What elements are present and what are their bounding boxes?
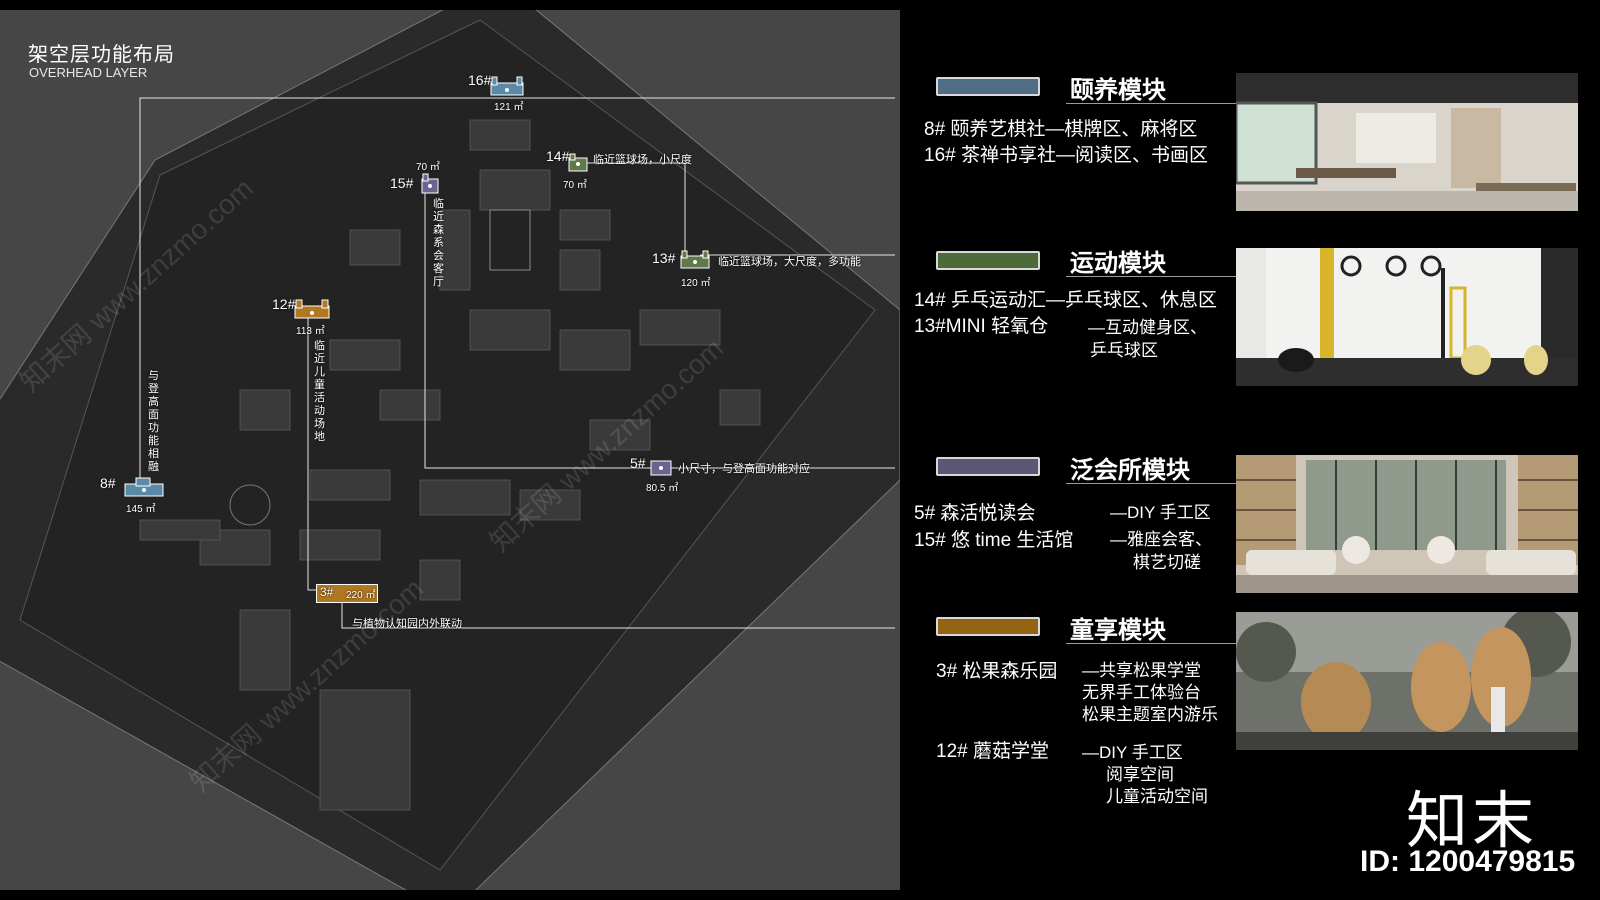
marker-12-area: 113 ㎡	[296, 326, 325, 337]
marker-14-label: 14#	[546, 148, 570, 164]
module-desc-line: 16# 茶禅书享社—阅读区、书画区	[924, 145, 1208, 166]
module-divider	[1066, 483, 1236, 484]
module-color-bar	[936, 77, 1040, 96]
photo-gym	[1236, 248, 1578, 386]
marker-16-area: 121 ㎡	[494, 102, 524, 113]
module-desc-line: 无界手工体验台	[1082, 683, 1201, 702]
module-desc-line: 棋艺切磋	[1133, 553, 1201, 572]
marker-13-area: 120 ㎡	[681, 278, 711, 289]
building-icon[interactable]	[680, 250, 710, 270]
building-icon[interactable]	[567, 153, 589, 173]
resource-id: ID: 1200479815	[1360, 845, 1576, 878]
module-desc-line: 乒乓球区	[1090, 341, 1158, 360]
module-desc-line: —共享松果学堂	[1082, 661, 1201, 680]
module-title-kids: 童享模块	[1070, 615, 1166, 644]
module-desc-line: 14# 乒乓运动汇—乒乓球区、休息区	[914, 290, 1217, 311]
building-icon[interactable]	[490, 75, 524, 97]
marker-3-label: 3#	[320, 585, 334, 599]
module-desc-line: —DIY 手工区	[1082, 743, 1183, 762]
photo-kids-playground	[1236, 612, 1578, 750]
marker-16-label: 16#	[468, 72, 492, 88]
module-divider	[1066, 276, 1236, 277]
module-desc-line: 15# 悠 time 生活馆	[914, 530, 1074, 551]
module-desc-line: 12# 蘑菇学堂	[936, 741, 1049, 762]
module-color-bar	[936, 617, 1040, 636]
module-desc-line: —DIY 手工区	[1110, 503, 1211, 522]
vertical-note-8: 与登高面功能相融	[148, 370, 159, 473]
module-divider	[1066, 103, 1236, 104]
module-desc-line: 8# 颐养艺棋社—棋牌区、麻将区	[924, 119, 1198, 140]
module-color-bar	[936, 457, 1040, 476]
marker-3-area: 220 ㎡	[346, 590, 376, 601]
module-color-bar	[936, 251, 1040, 270]
module-desc-line: —雅座会客、	[1110, 530, 1212, 549]
marker-13-note: 临近篮球场，大尺度，多功能	[718, 256, 861, 268]
marker-8-label: 8#	[100, 475, 116, 491]
module-desc-line: 13#MINI 轻氧仓	[914, 316, 1049, 337]
building-icon[interactable]	[420, 173, 440, 195]
building-icon[interactable]	[650, 457, 672, 477]
marker-14-note: 临近篮球场，小尺度	[593, 154, 692, 166]
building-icon[interactable]	[316, 584, 378, 603]
module-title-club: 泛会所模块	[1070, 455, 1190, 484]
marker-13-label: 13#	[652, 250, 676, 266]
module-desc-line: 5# 森活悦读会	[914, 503, 1036, 524]
marker-15-label: 15#	[390, 175, 414, 191]
brand-logo-text: 知末	[1406, 787, 1539, 856]
photo-club-lounge	[1236, 455, 1578, 593]
building-icon[interactable]	[124, 476, 164, 498]
photo-tea-room	[1236, 73, 1578, 211]
marker-15-area: 70 ㎡	[416, 162, 440, 173]
marker-5-area: 80.5 ㎡	[646, 483, 679, 494]
marker-14-area: 70 ㎡	[563, 180, 587, 191]
page-title: 架空层功能布局	[28, 44, 175, 66]
marker-3-note: 与植物认知园内外联动	[352, 618, 462, 630]
marker-5-label: 5#	[630, 455, 646, 471]
module-desc-line: 3# 松果森乐园	[936, 661, 1058, 682]
building-icon[interactable]	[294, 298, 330, 320]
site-plan-drawing	[0, 10, 900, 890]
site-plan-map: 架空层功能布局 OVERHEAD LAYER 16# 121 ㎡ 70 ㎡ 15…	[0, 10, 900, 890]
page-subtitle: OVERHEAD LAYER	[29, 65, 148, 80]
vertical-note-15: 临近森系会客厅	[433, 198, 444, 288]
vertical-note-12: 临近儿童活动场地	[314, 340, 325, 443]
module-desc-line: 儿童活动空间	[1106, 787, 1208, 806]
module-desc-line: 松果主题室内游乐	[1082, 705, 1218, 724]
module-desc-line: —互动健身区、	[1088, 318, 1207, 337]
module-title-sport: 运动模块	[1070, 248, 1166, 277]
module-desc-line: 阅享空间	[1106, 765, 1174, 784]
module-title-yiyang: 颐养模块	[1070, 75, 1166, 104]
marker-8-area: 145 ㎡	[126, 504, 156, 515]
marker-5-note: 小尺寸，与登高面功能对应	[678, 463, 810, 475]
marker-12-label: 12#	[272, 296, 296, 312]
module-divider	[1066, 643, 1236, 644]
